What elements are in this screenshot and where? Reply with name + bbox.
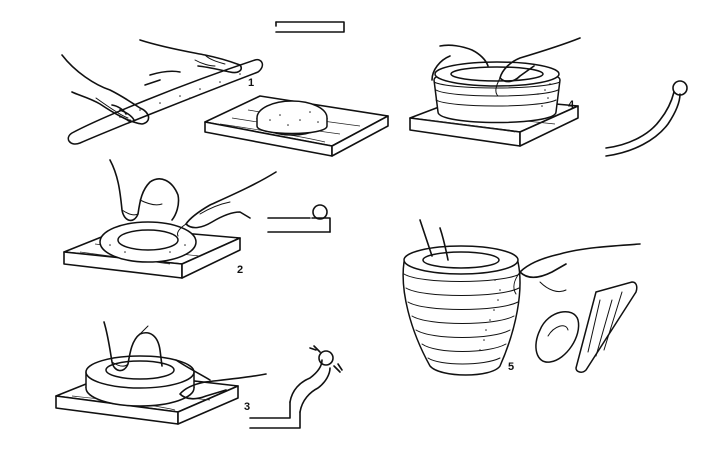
step-3-pinching-wall (55, 321, 267, 425)
left-hand-2 (109, 159, 180, 222)
step-number-1: 1 (248, 77, 254, 89)
step-number-5: 5 (508, 361, 514, 373)
step-number-4: 4 (568, 99, 575, 111)
left-hand-5 (419, 219, 449, 261)
left-hand-4 (431, 44, 489, 81)
clay-coil (67, 58, 264, 145)
coil-pot (402, 261, 521, 376)
cross-section-flat-coil (275, 21, 345, 33)
step-4-building-walls (409, 37, 581, 147)
right-hand (139, 39, 243, 74)
right-hand-3 (179, 373, 267, 400)
right-hand-2 (185, 171, 277, 229)
wooden-paddle (575, 281, 638, 373)
step-1-rolling-coil (61, 39, 389, 157)
cross-section-pinched-wall (249, 345, 343, 429)
cross-section-coil-on-base (267, 204, 331, 233)
step-number-2: 2 (237, 264, 243, 276)
cross-section-curved-wall (605, 80, 688, 157)
step-2-coil-on-base (63, 159, 277, 279)
right-hand-5 (519, 243, 641, 279)
right-hand-4 (499, 37, 581, 83)
left-hand (61, 54, 150, 125)
step-5-finished-pot (402, 219, 641, 376)
step-number-3: 3 (244, 401, 250, 413)
shell-scraper (535, 310, 580, 363)
